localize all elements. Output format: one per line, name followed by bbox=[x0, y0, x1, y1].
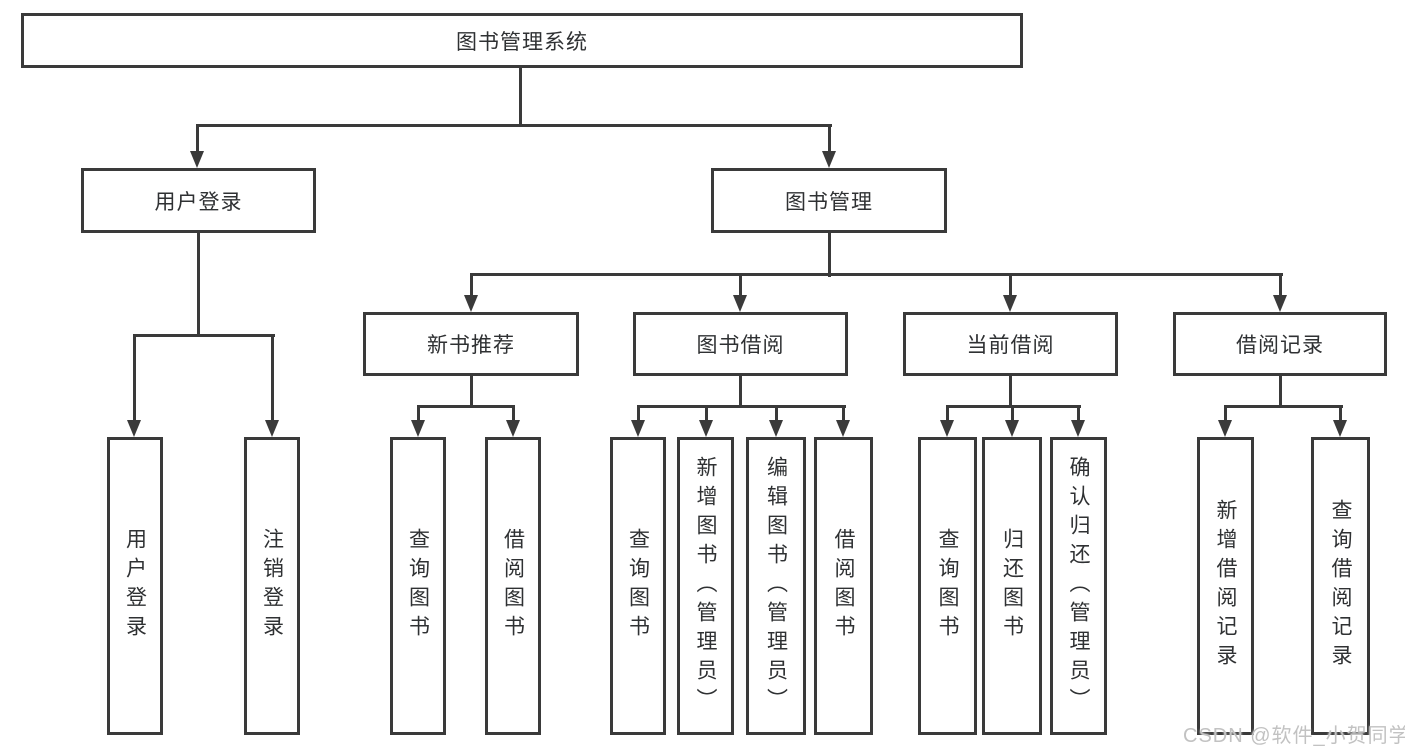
connector-line bbox=[196, 124, 199, 153]
arrow-down-icon bbox=[1071, 420, 1085, 437]
arrow-down-icon bbox=[836, 420, 850, 437]
arrow-down-icon bbox=[1003, 295, 1017, 312]
connector-line bbox=[1279, 273, 1282, 298]
node-borrowing-records: 借阅记录 bbox=[1173, 312, 1387, 376]
node-book-management: 图书管理 bbox=[711, 168, 947, 233]
leaf-search-books-borrowing: 查询图书 bbox=[610, 437, 666, 735]
leaf-edit-book-admin: 编辑图书（管理员） bbox=[746, 437, 806, 735]
node-new-book-recommend: 新书推荐 bbox=[363, 312, 579, 376]
connector-line bbox=[1224, 405, 1343, 408]
arrow-down-icon bbox=[699, 420, 713, 437]
connector-line bbox=[133, 334, 136, 422]
node-user-login-group: 用户登录 bbox=[81, 168, 316, 233]
connector-line bbox=[1077, 405, 1080, 423]
arrow-down-icon bbox=[127, 420, 141, 437]
connector-line bbox=[739, 376, 742, 408]
connector-line bbox=[775, 405, 778, 423]
connector-line bbox=[828, 233, 831, 277]
connector-line bbox=[1339, 405, 1342, 423]
leaf-add-borrow-record: 新增借阅记录 bbox=[1197, 437, 1254, 735]
connector-line bbox=[1224, 405, 1227, 423]
connector-line bbox=[417, 405, 420, 423]
connector-line bbox=[271, 334, 274, 422]
leaf-borrow-books-borrowing: 借阅图书 bbox=[814, 437, 873, 735]
leaf-search-books-recommend: 查询图书 bbox=[390, 437, 446, 735]
connector-line bbox=[828, 124, 831, 153]
connector-line bbox=[470, 273, 1283, 276]
arrow-down-icon bbox=[631, 420, 645, 437]
arrow-down-icon bbox=[940, 420, 954, 437]
connector-line bbox=[519, 68, 522, 127]
node-current-borrowing: 当前借阅 bbox=[903, 312, 1118, 376]
connector-line bbox=[133, 334, 275, 337]
leaf-user-login: 用户登录 bbox=[107, 437, 163, 735]
node-book-borrowing: 图书借阅 bbox=[633, 312, 848, 376]
connector-line bbox=[417, 405, 515, 408]
arrow-down-icon bbox=[769, 420, 783, 437]
connector-line bbox=[512, 405, 515, 423]
leaf-search-borrow-record: 查询借阅记录 bbox=[1311, 437, 1370, 735]
arrow-down-icon bbox=[464, 295, 478, 312]
connector-line bbox=[842, 405, 845, 423]
connector-line bbox=[1011, 405, 1014, 423]
arrow-down-icon bbox=[506, 420, 520, 437]
connector-line bbox=[637, 405, 640, 423]
connector-line bbox=[196, 124, 832, 127]
connector-line bbox=[637, 405, 846, 408]
connector-line bbox=[946, 405, 949, 423]
connector-line bbox=[470, 273, 473, 298]
connector-line bbox=[197, 233, 200, 337]
watermark: CSDN @软件_小贺同学 bbox=[1183, 725, 1405, 747]
arrow-down-icon bbox=[1218, 420, 1232, 437]
leaf-return-book: 归还图书 bbox=[982, 437, 1042, 735]
arrow-down-icon bbox=[1273, 295, 1287, 312]
arrow-down-icon bbox=[822, 151, 836, 168]
leaf-add-book-admin: 新增图书（管理员） bbox=[677, 437, 734, 735]
arrow-down-icon bbox=[1333, 420, 1347, 437]
connector-line bbox=[1279, 376, 1282, 408]
arrow-down-icon bbox=[733, 295, 747, 312]
arrow-down-icon bbox=[265, 420, 279, 437]
leaf-logout: 注销登录 bbox=[244, 437, 300, 735]
connector-line bbox=[1009, 273, 1012, 298]
arrow-down-icon bbox=[411, 420, 425, 437]
arrow-down-icon bbox=[1005, 420, 1019, 437]
arrow-down-icon bbox=[190, 151, 204, 168]
leaf-search-books-current: 查询图书 bbox=[918, 437, 977, 735]
leaf-confirm-return-admin: 确认归还（管理员） bbox=[1050, 437, 1107, 735]
connector-line bbox=[1009, 376, 1012, 408]
connector-line bbox=[739, 273, 742, 298]
node-root: 图书管理系统 bbox=[21, 13, 1023, 68]
connector-line bbox=[705, 405, 708, 423]
connector-line bbox=[470, 376, 473, 408]
leaf-borrow-books-recommend: 借阅图书 bbox=[485, 437, 541, 735]
